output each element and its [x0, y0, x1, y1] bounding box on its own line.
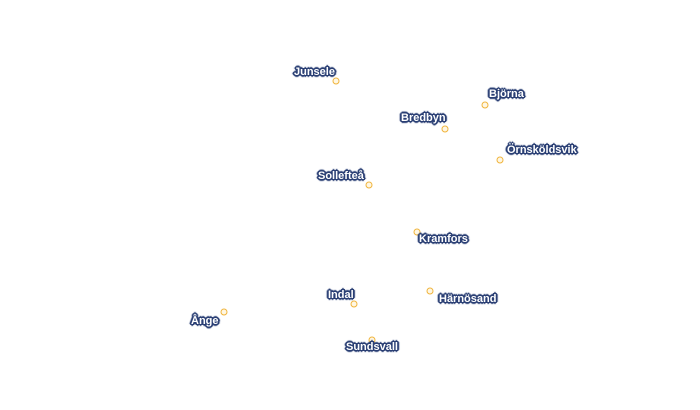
label-indal: Indal — [328, 289, 354, 301]
marker-ange[interactable] — [220, 308, 228, 316]
label-ornskoldsvik: Örnsköldsvik — [507, 144, 577, 156]
marker-bredbyn[interactable] — [441, 125, 449, 133]
marker-junsele[interactable] — [332, 77, 340, 85]
label-sundsvall: Sundsvall — [346, 341, 398, 353]
marker-solleftea[interactable] — [365, 181, 373, 189]
label-kramfors: Kramfors — [419, 233, 468, 245]
marker-bjorna[interactable] — [481, 101, 489, 109]
label-solleftea: Sollefteå — [318, 170, 364, 182]
marker-sundsvall[interactable] — [368, 336, 376, 344]
label-junsele: Junsele — [294, 66, 335, 78]
label-ange: Ånge — [191, 315, 219, 327]
marker-indal[interactable] — [350, 300, 358, 308]
label-bjorna: Björna — [489, 88, 524, 100]
label-bredbyn: Bredbyn — [401, 112, 446, 124]
marker-kramfors[interactable] — [413, 228, 421, 236]
label-harnosand: Härnösand — [439, 293, 497, 305]
marker-harnosand[interactable] — [426, 287, 434, 295]
marker-ornskoldsvik[interactable] — [496, 156, 504, 164]
